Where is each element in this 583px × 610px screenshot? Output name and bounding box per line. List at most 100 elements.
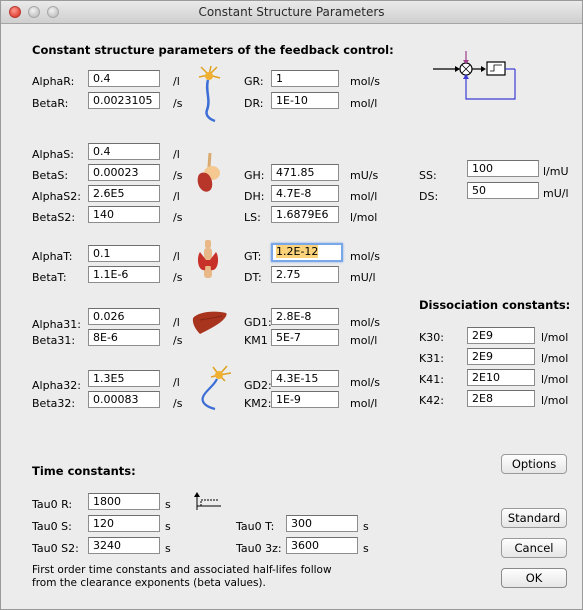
gt-label: GT: xyxy=(244,250,262,263)
km2-label: KM2: xyxy=(244,397,272,410)
tau0s-field[interactable]: 120 xyxy=(88,515,160,532)
alphaR-field[interactable]: 0.4 xyxy=(88,70,160,87)
k41-field[interactable]: 2E10 xyxy=(467,369,535,386)
alphaS-label: AlphaS: xyxy=(32,148,74,161)
ls-label: LS: xyxy=(244,211,261,224)
gd1-field[interactable]: 2.8E-8 xyxy=(271,308,339,325)
tau03z-unit: s xyxy=(363,542,369,555)
km2-field[interactable]: 1E-9 xyxy=(271,391,339,408)
tau0s-label: Tau0 S: xyxy=(32,520,72,533)
alphaS-field[interactable]: 0.4 xyxy=(88,143,160,160)
minimize-window-button[interactable] xyxy=(28,6,40,18)
ls-field[interactable]: 1.6879E6 xyxy=(271,206,339,223)
gd1-unit: mol/s xyxy=(350,316,380,329)
pituitary-gland-icon xyxy=(197,152,220,192)
alphaT-field[interactable]: 0.1 xyxy=(88,245,160,262)
tau0t-label: Tau0 T: xyxy=(236,520,275,533)
dh-label: DH: xyxy=(244,190,265,203)
k31-field[interactable]: 2E9 xyxy=(467,348,535,365)
tau0t-unit: s xyxy=(363,520,369,533)
alpha31-label: Alpha31: xyxy=(32,318,81,331)
k31-unit: l/mol xyxy=(541,352,569,365)
betaS2-label: BetaS2: xyxy=(32,211,76,224)
dr-label: DR: xyxy=(244,97,264,110)
neuron-icon xyxy=(198,65,221,123)
tau0s-unit: s xyxy=(165,520,171,533)
dh-field[interactable]: 4.7E-8 xyxy=(271,185,339,202)
ds-field[interactable]: 50 xyxy=(467,182,539,199)
gt-field[interactable]: 1.2E-12 xyxy=(271,243,343,262)
tau03z-field[interactable]: 3600 xyxy=(286,537,358,554)
betaS2-field[interactable]: 140 xyxy=(88,206,160,223)
k30-unit: l/mol xyxy=(541,331,569,344)
k30-field[interactable]: 2E9 xyxy=(467,327,535,344)
cancel-button[interactable]: Cancel xyxy=(501,538,567,558)
zoom-window-button[interactable] xyxy=(47,6,59,18)
betaT-unit: /s xyxy=(173,271,183,284)
gr-unit: mol/s xyxy=(350,75,380,88)
tau0s2-field[interactable]: 3240 xyxy=(88,537,160,554)
k41-label: K41: xyxy=(419,373,444,386)
standard-button[interactable]: Standard xyxy=(501,508,567,528)
gr-field[interactable]: 1 xyxy=(271,70,339,87)
km1-field[interactable]: 5E-7 xyxy=(271,329,339,346)
gd2-unit: mol/s xyxy=(350,376,380,389)
time-constants-heading: Time constants: xyxy=(32,464,136,478)
ok-button[interactable]: OK xyxy=(501,568,567,588)
ds-label: DS: xyxy=(419,190,439,203)
beta31-unit: /s xyxy=(173,334,183,347)
alphaS-unit: /l xyxy=(173,148,180,161)
alphaS2-field[interactable]: 2.6E5 xyxy=(88,185,160,202)
betaR-label: BetaR: xyxy=(32,97,69,110)
dt-field[interactable]: 2.75 xyxy=(271,266,339,283)
dr-field[interactable]: 1E-10 xyxy=(271,92,339,109)
km1-unit: mol/l xyxy=(350,334,378,347)
gh-label: GH: xyxy=(244,169,265,182)
k30-label: K30: xyxy=(419,331,444,344)
liver-icon xyxy=(192,311,227,334)
constant-structure-heading: Constant structure parameters of the fee… xyxy=(32,43,394,57)
tau0t-field[interactable]: 300 xyxy=(286,515,358,532)
betaS-label: BetaS: xyxy=(32,169,69,182)
gd2-field[interactable]: 4.3E-15 xyxy=(271,370,339,387)
alphaT-unit: /l xyxy=(173,250,180,263)
beta31-label: Beta31: xyxy=(32,334,76,347)
ss-unit: l/mU xyxy=(543,165,569,178)
dh-unit: mol/l xyxy=(350,190,378,203)
k42-unit: l/mol xyxy=(541,394,569,407)
k42-field[interactable]: 2E8 xyxy=(467,390,535,407)
alpha32-field[interactable]: 1.3E5 xyxy=(88,370,160,387)
tau0r-unit: s xyxy=(165,498,171,511)
alpha32-unit: /l xyxy=(173,376,180,389)
gh-unit: mU/s xyxy=(350,169,379,182)
time-constants-note: First order time constants and associate… xyxy=(32,564,332,589)
betaT-label: BetaT: xyxy=(32,271,67,284)
alphaS2-label: AlphaS2: xyxy=(32,190,81,203)
betaR-field[interactable]: 0.0023105 xyxy=(88,92,160,109)
tau0s2-label: Tau0 S2: xyxy=(32,542,79,555)
ls-unit: l/mol xyxy=(350,211,378,224)
beta31-field[interactable]: 8E-6 xyxy=(88,329,160,346)
gt-unit: mol/s xyxy=(350,250,380,263)
betaS2-unit: /s xyxy=(173,211,183,224)
tau0r-field[interactable]: 1800 xyxy=(88,493,160,510)
tau0r-label: Tau0 R: xyxy=(32,498,73,511)
title-bar[interactable]: Constant Structure Parameters xyxy=(1,1,582,24)
alpha32-label: Alpha32: xyxy=(32,379,81,392)
beta32-field[interactable]: 0.00083 xyxy=(88,391,160,408)
options-button[interactable]: Options xyxy=(501,454,567,474)
dissociation-heading: Dissociation constants: xyxy=(419,298,571,312)
gd2-label: GD2: xyxy=(244,379,272,392)
k42-label: K42: xyxy=(419,394,444,407)
alpha31-field[interactable]: 0.026 xyxy=(88,308,160,325)
betaS-field[interactable]: 0.00023 xyxy=(88,164,160,181)
gh-field[interactable]: 471.85 xyxy=(271,164,339,181)
step-response-icon xyxy=(194,492,221,510)
alphaS2-unit: /l xyxy=(173,190,180,203)
betaS-unit: /s xyxy=(173,169,183,182)
close-window-button[interactable] xyxy=(9,6,21,18)
km2-unit: mol/l xyxy=(350,397,378,410)
ss-field[interactable]: 100 xyxy=(467,160,539,177)
betaT-field[interactable]: 1.1E-6 xyxy=(88,266,160,283)
k41-unit: l/mol xyxy=(541,373,569,386)
